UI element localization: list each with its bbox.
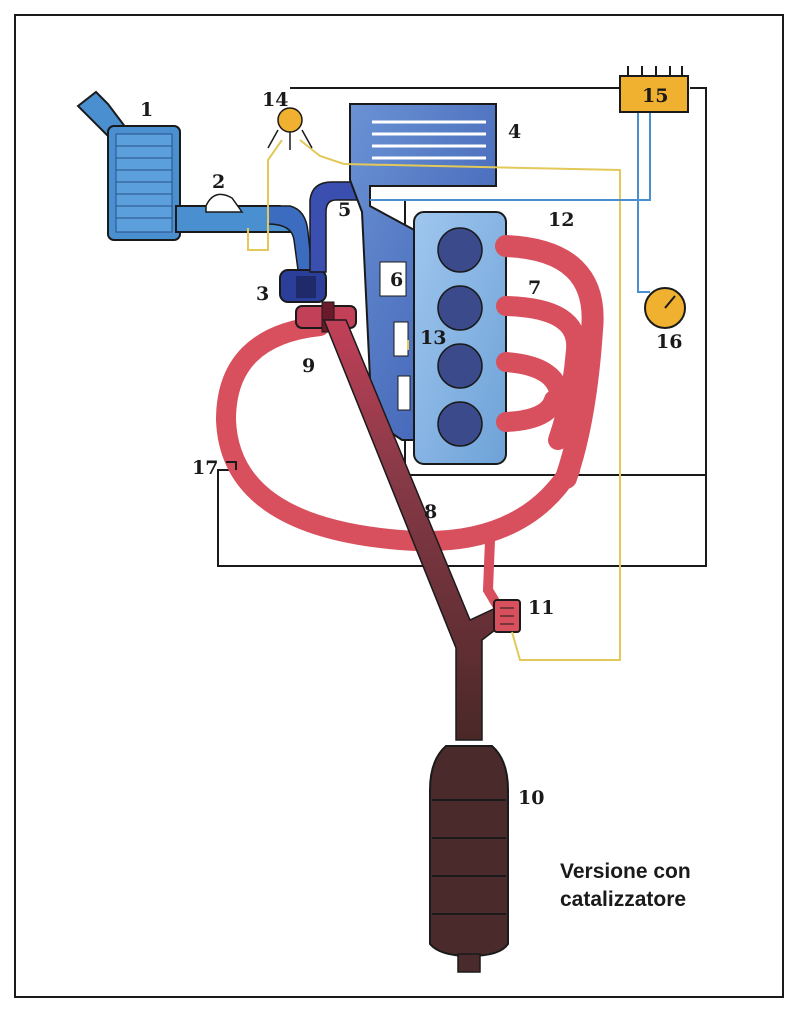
label-16: 16 xyxy=(656,331,682,353)
wiring-yellow xyxy=(247,139,621,661)
exhaust-manifold xyxy=(495,235,604,489)
callout-labels: 1 2 3 4 5 6 7 8 9 10 11 12 13 14 15 16 1… xyxy=(140,85,682,809)
exhaust-loop xyxy=(215,316,580,552)
diagram-frame xyxy=(14,14,784,998)
label-17: 17 xyxy=(192,457,218,479)
engine-block xyxy=(413,211,507,465)
air-filter xyxy=(76,90,294,241)
label-9: 9 xyxy=(302,355,315,377)
label-8: 8 xyxy=(424,501,437,523)
intake-manifold xyxy=(349,103,497,441)
label-10: 10 xyxy=(518,787,544,809)
label-12: 12 xyxy=(548,209,574,231)
temperature-sensor xyxy=(267,107,313,150)
label-5: 5 xyxy=(338,199,351,221)
lambda-sensor xyxy=(493,599,521,633)
ecu-box xyxy=(619,66,689,113)
gauge-icon xyxy=(644,287,686,329)
label-14: 14 xyxy=(262,89,288,111)
intake-duct xyxy=(267,205,313,271)
label-1: 1 xyxy=(140,99,153,121)
catalytic-converter xyxy=(429,745,509,973)
label-7: 7 xyxy=(528,277,541,299)
throttle-body xyxy=(279,269,327,303)
caption-line-1: Versione con xyxy=(560,860,691,883)
label-15: 15 xyxy=(642,85,668,107)
label-3: 3 xyxy=(256,283,269,305)
air-flow-meter xyxy=(205,193,244,213)
label-2: 2 xyxy=(212,171,225,193)
label-11: 11 xyxy=(528,597,554,619)
connector-17 xyxy=(226,461,237,470)
label-4: 4 xyxy=(508,121,521,143)
wiring-blue xyxy=(370,112,651,293)
label-6: 6 xyxy=(390,269,403,291)
label-13: 13 xyxy=(420,327,446,349)
caption-line-2: catalizzatore xyxy=(560,888,686,911)
